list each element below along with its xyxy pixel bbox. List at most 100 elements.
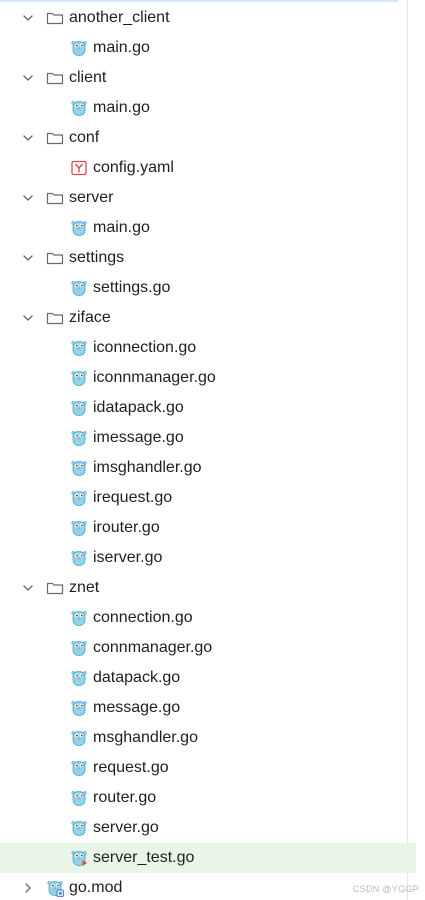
tree-folder-row[interactable]: ziface bbox=[0, 303, 416, 333]
folder-icon bbox=[46, 189, 64, 207]
tree-item-label: imsghandler.go bbox=[93, 459, 202, 476]
tree-file-row[interactable]: config.yaml bbox=[0, 153, 416, 183]
tree-file-row[interactable]: msghandler.go bbox=[0, 723, 416, 753]
tree-item-label: router.go bbox=[93, 789, 157, 806]
tree-file-row[interactable]: connmanager.go bbox=[0, 633, 416, 663]
tree-item-label: irequest.go bbox=[93, 489, 173, 506]
folder-icon bbox=[46, 9, 64, 27]
folder-icon bbox=[46, 69, 64, 87]
tree-file-row[interactable]: server.go bbox=[0, 813, 416, 843]
tree-item-label: iconnection.go bbox=[93, 339, 197, 356]
tree-item-label: server bbox=[69, 189, 114, 206]
tree-folder-row[interactable]: conf bbox=[0, 123, 416, 153]
go-file-icon bbox=[70, 219, 88, 237]
chevron-down-icon[interactable] bbox=[21, 581, 35, 595]
tree-item-label: irouter.go bbox=[93, 519, 160, 536]
tree-file-row[interactable]: iconnection.go bbox=[0, 333, 416, 363]
tree-file-row[interactable]: go.mod bbox=[0, 873, 416, 900]
tree-file-row[interactable]: main.go bbox=[0, 93, 416, 123]
tree-item-label: connmanager.go bbox=[93, 639, 213, 656]
folder-icon bbox=[46, 249, 64, 267]
tree-folder-row[interactable]: znet bbox=[0, 573, 416, 603]
folder-icon bbox=[46, 129, 64, 147]
tree-file-row[interactable]: datapack.go bbox=[0, 663, 416, 693]
go-file-icon bbox=[70, 459, 88, 477]
go-file-icon bbox=[70, 339, 88, 357]
watermark: CSDN @YGGP bbox=[352, 884, 419, 894]
tree-folder-row[interactable]: client bbox=[0, 63, 416, 93]
chevron-down-icon[interactable] bbox=[21, 191, 35, 205]
tree-item-label: config.yaml bbox=[93, 159, 174, 176]
go-file-icon bbox=[70, 99, 88, 117]
go-file-icon bbox=[70, 639, 88, 657]
tree-item-label: iconnmanager.go bbox=[93, 369, 216, 386]
tree-file-row[interactable]: connection.go bbox=[0, 603, 416, 633]
tree-item-label: conf bbox=[69, 129, 100, 146]
yaml-file-icon bbox=[70, 159, 88, 177]
go-module-icon bbox=[46, 879, 65, 898]
tree-item-label: server_test.go bbox=[93, 849, 195, 866]
tree-file-row[interactable]: idatapack.go bbox=[0, 393, 416, 423]
tree-item-label: request.go bbox=[93, 759, 169, 776]
tree-item-label: imessage.go bbox=[93, 429, 184, 446]
tree-file-row[interactable]: message.go bbox=[0, 693, 416, 723]
go-file-icon bbox=[70, 489, 88, 507]
tree-file-row[interactable]: irequest.go bbox=[0, 483, 416, 513]
go-file-icon bbox=[70, 699, 88, 717]
chevron-down-icon[interactable] bbox=[21, 311, 35, 325]
chevron-right-icon[interactable] bbox=[21, 881, 35, 895]
go-file-icon bbox=[70, 279, 88, 297]
tree-item-label: settings bbox=[69, 249, 125, 266]
tree-file-row[interactable]: router.go bbox=[0, 783, 416, 813]
tree-item-label: idatapack.go bbox=[93, 399, 184, 416]
tree-file-row[interactable]: request.go bbox=[0, 753, 416, 783]
folder-icon bbox=[46, 309, 64, 327]
go-file-icon bbox=[70, 429, 88, 447]
go-file-icon bbox=[70, 759, 88, 777]
tree-folder-row[interactable]: settings bbox=[0, 243, 416, 273]
tree-item-label: iserver.go bbox=[93, 549, 163, 566]
project-file-tree: another_client main.go client main.go conf co… bbox=[0, 0, 416, 900]
go-file-icon bbox=[70, 789, 88, 807]
tree-item-label: another_client bbox=[69, 9, 170, 26]
folder-icon bbox=[46, 579, 64, 597]
tree-file-row[interactable]: main.go bbox=[0, 213, 416, 243]
tree-item-label: message.go bbox=[93, 699, 181, 716]
tree-item-label: connection.go bbox=[93, 609, 193, 626]
tree-file-row[interactable]: irouter.go bbox=[0, 513, 416, 543]
tree-item-label: go.mod bbox=[69, 879, 123, 896]
top-selection-edge bbox=[0, 0, 398, 2]
tree-item-label: settings.go bbox=[93, 279, 171, 296]
chevron-down-icon[interactable] bbox=[21, 131, 35, 145]
tree-file-row[interactable]: iconnmanager.go bbox=[0, 363, 416, 393]
go-file-icon bbox=[70, 669, 88, 687]
chevron-down-icon[interactable] bbox=[21, 11, 35, 25]
tree-file-row[interactable]: iserver.go bbox=[0, 543, 416, 573]
tree-item-label: server.go bbox=[93, 819, 159, 836]
tree-item-label: main.go bbox=[93, 99, 150, 116]
tree-folder-row[interactable]: server bbox=[0, 183, 416, 213]
tree-item-label: main.go bbox=[93, 219, 150, 236]
vertical-scrollbar[interactable] bbox=[407, 0, 416, 900]
tree-item-label: main.go bbox=[93, 39, 150, 56]
chevron-down-icon[interactable] bbox=[21, 251, 35, 265]
tree-file-row[interactable]: imessage.go bbox=[0, 423, 416, 453]
go-file-icon bbox=[70, 399, 88, 417]
tree-item-label: znet bbox=[69, 579, 100, 596]
tree-item-label: datapack.go bbox=[93, 669, 181, 686]
tree-item-label: ziface bbox=[69, 309, 111, 326]
tree-folder-row[interactable]: another_client bbox=[0, 3, 416, 33]
tree-item-label: msghandler.go bbox=[93, 729, 198, 746]
tree-file-row[interactable]: main.go bbox=[0, 33, 416, 63]
tree-file-row[interactable]: server_test.go bbox=[0, 843, 416, 873]
go-file-icon bbox=[70, 549, 88, 567]
go-file-icon bbox=[70, 39, 88, 57]
tree-item-label: client bbox=[69, 69, 107, 86]
chevron-down-icon[interactable] bbox=[21, 71, 35, 85]
tree-file-row[interactable]: imsghandler.go bbox=[0, 453, 416, 483]
go-file-icon bbox=[70, 519, 88, 537]
go-file-icon bbox=[70, 609, 88, 627]
tree-file-row[interactable]: settings.go bbox=[0, 273, 416, 303]
go-test-file-icon bbox=[70, 849, 88, 867]
go-file-icon bbox=[70, 729, 88, 747]
